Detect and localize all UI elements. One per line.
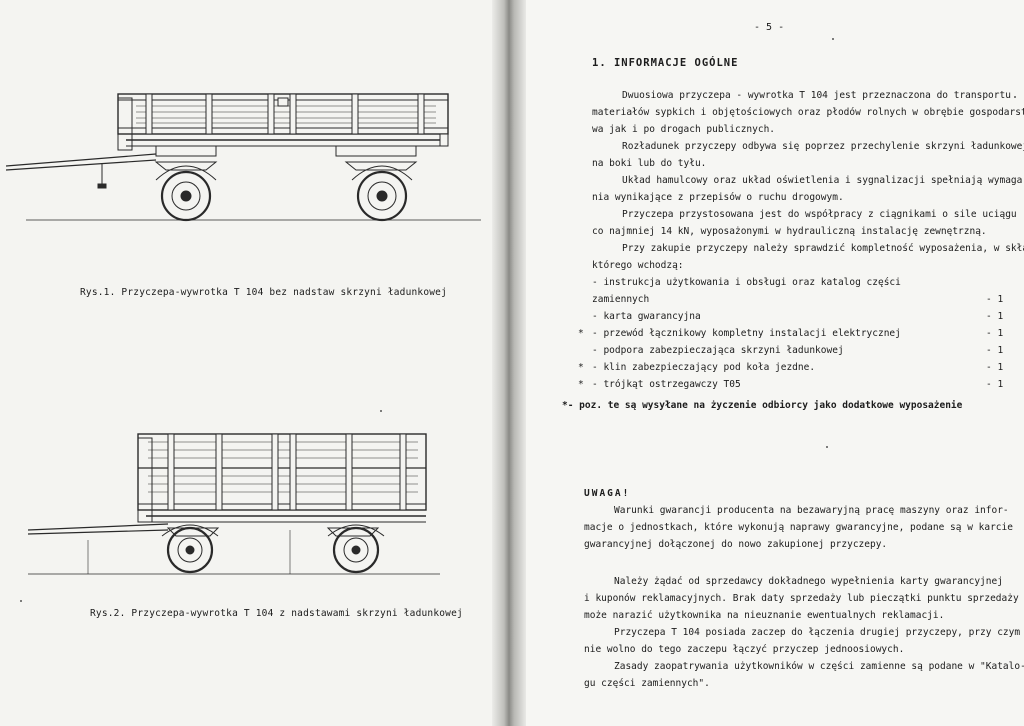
scan-speck (1014, 96, 1016, 98)
right-page: - 5 - 1. INFORMACJE OGÓLNE Dwuosiowa prz… (526, 0, 1024, 726)
page-number: - 5 - (754, 22, 785, 33)
list-item: - karta gwarancyjna - 1 (578, 311, 1018, 325)
list-item-marker: * (578, 328, 584, 339)
list-item: - podpora zabezpieczająca skrzyni ładunk… (578, 345, 1018, 359)
list-item: * - trójkąt ostrzegawczy T05 - 1 (578, 379, 1018, 393)
uwaga-line: i kuponów reklamacyjnych. Brak daty sprz… (584, 593, 1019, 604)
figure-2-caption: Rys.2. Przyczepa-wywrotka T 104 z nadsta… (90, 608, 463, 619)
section-heading: 1. INFORMACJE OGÓLNE (592, 57, 739, 69)
scan-speck (20, 600, 22, 602)
uwaga-line: macje o jednostkach, które wykonują napr… (584, 522, 1013, 533)
list-item: zamiennych - 1 (578, 294, 1018, 308)
list-item-quantity: - 1 (986, 362, 1004, 373)
footnote: *- poz. te są wysyłane na życzenie odbio… (562, 400, 963, 411)
list-item-quantity: - 1 (986, 311, 1004, 322)
paragraph-line: którego wchodzą: (592, 260, 684, 271)
paragraph-line: materiałów sypkich i objętościowych oraz… (592, 107, 1024, 118)
scan-speck (832, 38, 834, 40)
list-item-text: zamiennych (592, 294, 650, 305)
paragraph-line: Układ hamulcowy oraz układ oświetlenia i… (622, 175, 1024, 186)
list-item-text: - przewód łącznikowy kompletny instalacj… (592, 328, 901, 339)
list-item: * - przewód łącznikowy kompletny instala… (578, 328, 1018, 342)
list-item-quantity: - 1 (986, 345, 1004, 356)
paragraph-line: wa jak i po drogach publicznych. (592, 124, 776, 135)
list-item-text: - karta gwarancyjna (592, 311, 701, 322)
figure-1-trailer-drawing (6, 88, 486, 238)
list-item-text: - klin zabezpieczający pod koła jezdne. (592, 362, 816, 373)
uwaga-line: Warunki gwarancji producenta na bezawary… (614, 505, 1009, 516)
figure-2-trailer-drawing (28, 428, 448, 578)
uwaga-line: Przyczepa T 104 posiada zaczep do łączen… (614, 627, 1021, 638)
paragraph-line: co najmniej 14 kN, wyposażonymi w hydrau… (592, 226, 987, 237)
paragraph-line: Przy zakupie przyczepy należy sprawdzić … (622, 243, 1024, 254)
uwaga-line: Należy żądać od sprzedawcy dokładnego wy… (614, 576, 1003, 587)
uwaga-line: nie wolno do tego zaczepu łączyć przycze… (584, 644, 905, 655)
uwaga-line: może narazić użytkownika na nieuznanie e… (584, 610, 945, 621)
paragraph-line: Przyczepa przystosowana jest do współpra… (622, 209, 1017, 220)
list-item-text: - podpora zabezpieczająca skrzyni ładunk… (592, 345, 844, 356)
paragraph-line: Rozładunek przyczepy odbywa się poprzez … (622, 141, 1024, 152)
list-item-quantity: - 1 (986, 294, 1004, 305)
figure-1-caption: Rys.1. Przyczepa-wywrotka T 104 bez nads… (80, 287, 448, 298)
list-item-quantity: - 1 (986, 328, 1004, 339)
list-item-text: - instrukcja użytkowania i obsługi oraz … (592, 277, 901, 288)
list-item-quantity: - 1 (986, 379, 1004, 390)
uwaga-line: gwarancyjnej dołączonej do nowo zakupion… (584, 539, 888, 550)
paragraph-line: nia wynikające z przepisów o ruchu drogo… (592, 192, 844, 203)
paragraph-line: na boki lub do tyłu. (592, 158, 707, 169)
list-item: * - klin zabezpieczający pod koła jezdne… (578, 362, 1018, 376)
list-item: - instrukcja użytkowania i obsługi oraz … (578, 277, 1018, 291)
list-item-text: - trójkąt ostrzegawczy T05 (592, 379, 741, 390)
uwaga-line: gu części zamiennych". (584, 678, 710, 689)
left-page: Rys.1. Przyczepa-wywrotka T 104 bez nads… (0, 0, 492, 726)
scan-speck (380, 410, 382, 412)
uwaga-title: UWAGA! (584, 488, 631, 499)
uwaga-line: Zasady zaopatrywania użytkowników w częś… (614, 661, 1024, 672)
list-item-marker: * (578, 362, 584, 373)
list-item-marker: * (578, 379, 584, 390)
scan-speck (826, 446, 828, 448)
paragraph-line: Dwuosiowa przyczepa - wywrotka T 104 jes… (622, 90, 1011, 101)
book-gutter (492, 0, 526, 726)
